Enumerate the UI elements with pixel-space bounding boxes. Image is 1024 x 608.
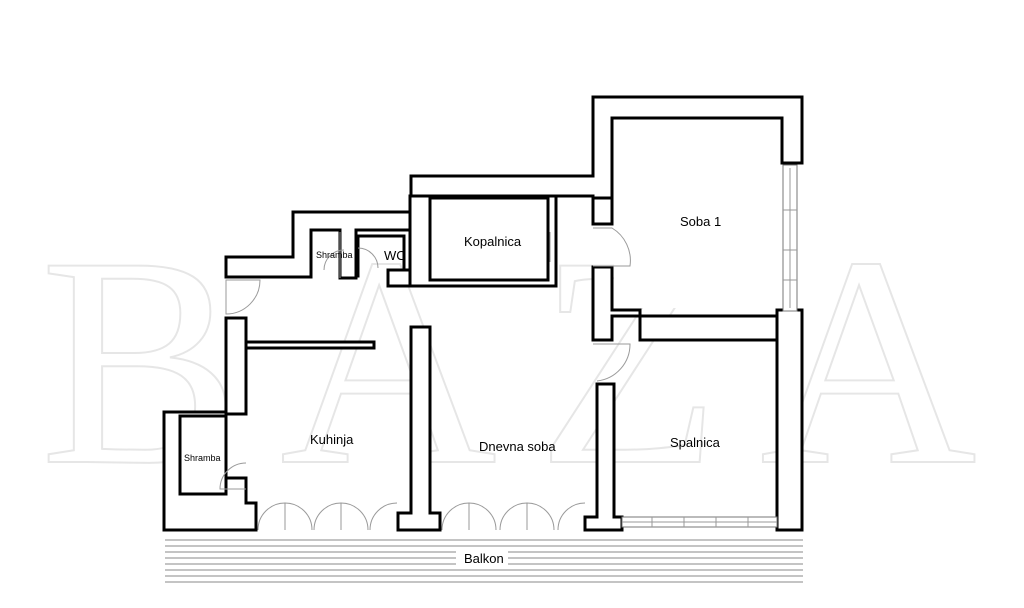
room-label-shramba-top: Shramba (316, 250, 353, 260)
room-label-balkon: Balkon (464, 551, 504, 566)
windows (621, 164, 798, 528)
doors (219, 227, 631, 531)
room-label-spalnica: Spalnica (670, 435, 721, 450)
room-label-dnevna-soba: Dnevna soba (479, 439, 556, 454)
room-label-kuhinja: Kuhinja (310, 432, 354, 447)
room-label-kopalnica: Kopalnica (464, 234, 522, 249)
room-label-soba-1: Soba 1 (680, 214, 721, 229)
interior-fill (182, 120, 780, 492)
room-label-wc: WC (384, 248, 406, 263)
room-label-shramba-left: Shramba (184, 453, 221, 463)
